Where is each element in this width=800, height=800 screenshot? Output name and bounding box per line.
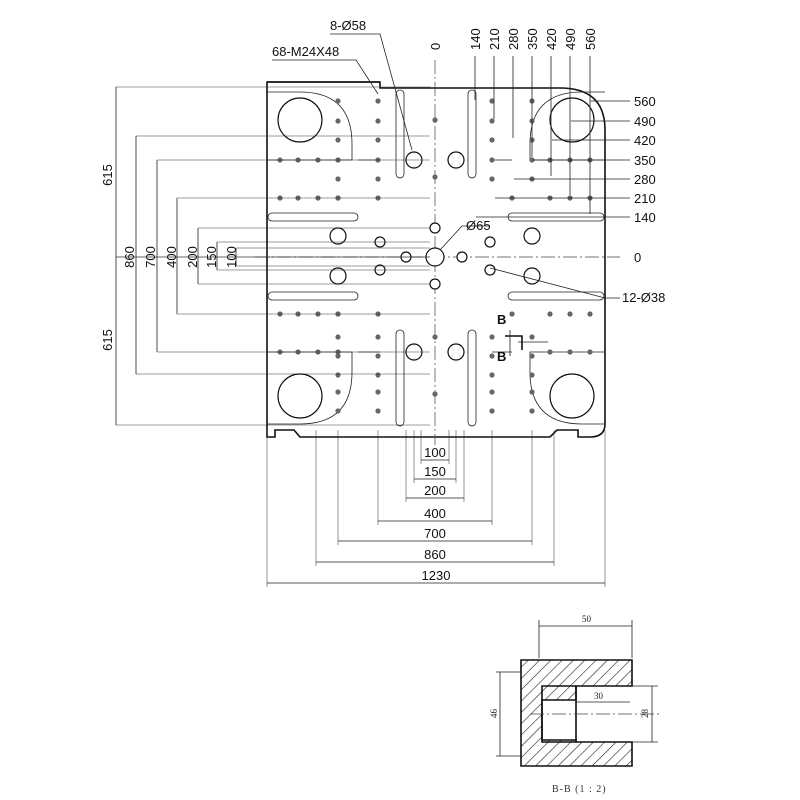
- tapped-hole-dot: [489, 353, 495, 359]
- label-holes-large: 8-Ø58: [330, 18, 366, 33]
- bottom-dim-label: 200: [424, 483, 446, 498]
- bottom-dim-label: 100: [424, 445, 446, 460]
- tapped-hole-dot: [375, 118, 381, 124]
- tapped-hole-dot: [509, 311, 515, 317]
- section-dim-46: 46: [489, 709, 499, 719]
- tapped-hole-dot: [489, 176, 495, 182]
- section-bb-detail: 50 30 46 28 B-B (1 : 2): [489, 614, 660, 795]
- top-scale-label: 0: [428, 43, 443, 50]
- tie-bar-pockets: [267, 91, 605, 425]
- right-scale-label: 210: [634, 191, 656, 206]
- tapped-hole-dot: [432, 391, 438, 397]
- tapped-hole-dot: [432, 117, 438, 123]
- top-scale-label: 210: [487, 28, 502, 50]
- section-dim-50: 50: [582, 614, 592, 624]
- section-b-marker: B B: [497, 312, 548, 364]
- tapped-hole-dot: [432, 334, 438, 340]
- tapped-hole-dot: [335, 389, 341, 395]
- right-scale-label: 420: [634, 133, 656, 148]
- section-dim-28: 28: [640, 709, 650, 719]
- bottom-dim-label: 400: [424, 506, 446, 521]
- tapped-hole-dot: [335, 98, 341, 104]
- tapped-hole-dot: [335, 137, 341, 143]
- tie-bar-holes: [277, 97, 595, 419]
- bottom-dim-label: 1230: [422, 568, 451, 583]
- tapped-hole-dot: [489, 137, 495, 143]
- right-scale-label: 350: [634, 153, 656, 168]
- left-dim-label: 615: [100, 329, 115, 351]
- tapped-hole-dot: [335, 408, 341, 414]
- tapped-hole-dot: [375, 353, 381, 359]
- tapped-hole-dot: [489, 118, 495, 124]
- tapped-hole-dot: [587, 349, 593, 355]
- platen-outline: [266, 81, 606, 438]
- ejector-holes: [329, 151, 541, 361]
- bottom-dim-label: 150: [424, 464, 446, 479]
- top-scale-label: 280: [506, 28, 521, 50]
- right-scale-label: 0: [634, 250, 641, 265]
- tapped-hole-dot: [335, 118, 341, 124]
- right-scale-label: 280: [634, 172, 656, 187]
- top-scale-label: 560: [583, 28, 598, 50]
- tapped-hole-dot: [529, 157, 535, 163]
- tapped-hole-dot: [547, 349, 553, 355]
- right-scale: 560 490 420 350 280 210 140 0: [476, 94, 656, 265]
- tapped-hole-dot: [432, 174, 438, 180]
- right-scale-label: 490: [634, 114, 656, 129]
- leader-lines: [272, 33, 620, 299]
- tapped-hole-dot: [375, 176, 381, 182]
- tapped-hole-dot: [489, 157, 495, 163]
- label-holes-small: 12-Ø38: [622, 290, 665, 305]
- tapped-hole-dot: [375, 334, 381, 340]
- tapped-hole-dot: [567, 311, 573, 317]
- bottom-dim-label: 860: [424, 547, 446, 562]
- tapped-hole-dot: [489, 98, 495, 104]
- tapped-hole-dot: [529, 372, 535, 378]
- label-center-hole: Ø65: [466, 218, 491, 233]
- tapped-hole-dot: [529, 334, 535, 340]
- tapped-hole-dot: [587, 311, 593, 317]
- tapped-hole-dot: [375, 372, 381, 378]
- tapped-hole-dot: [489, 372, 495, 378]
- tapped-hole-dot: [567, 349, 573, 355]
- tapped-hole-dot: [335, 372, 341, 378]
- tapped-hole-dot: [335, 353, 341, 359]
- tapped-hole-dot: [335, 334, 341, 340]
- tapped-hole-dot: [489, 334, 495, 340]
- tapped-hole-dot: [375, 98, 381, 104]
- section-dim-30: 30: [594, 691, 604, 701]
- right-scale-label: 140: [634, 210, 656, 225]
- tapped-hole-dot: [335, 176, 341, 182]
- tapped-hole-dot: [375, 389, 381, 395]
- top-scale-label: 140: [468, 28, 483, 50]
- tapped-hole-dot: [489, 408, 495, 414]
- left-dim-label: 615: [100, 164, 115, 186]
- section-marker-top: B: [497, 312, 506, 327]
- section-caption: B-B (1 : 2): [552, 784, 607, 795]
- tapped-hole-dot: [529, 353, 535, 359]
- tapped-hole-dot: [489, 389, 495, 395]
- bottom-dim-label: 700: [424, 526, 446, 541]
- top-scale-label: 350: [525, 28, 540, 50]
- top-scale-label: 420: [544, 28, 559, 50]
- tapped-hole-dot: [529, 389, 535, 395]
- tapped-hole-dot: [375, 408, 381, 414]
- right-scale-label: 560: [634, 94, 656, 109]
- section-marker-bottom: B: [497, 349, 506, 364]
- top-scale: 0 140 210 280 350 420 490 560: [428, 28, 598, 214]
- tapped-hole-dot: [375, 137, 381, 143]
- bottom-dimensions: 100 150 200 400 700 860 1230: [266, 430, 606, 587]
- tapped-hole-dot: [529, 408, 535, 414]
- tapped-hole-dot: [547, 311, 553, 317]
- label-tapped-holes: 68-M24X48: [272, 44, 339, 59]
- top-scale-label: 490: [563, 28, 578, 50]
